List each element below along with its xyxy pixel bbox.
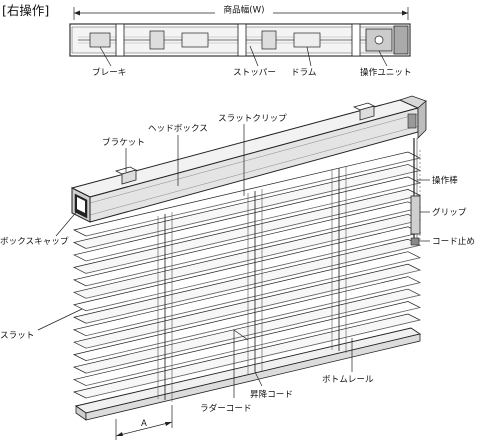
slat-edge: [85, 269, 421, 349]
slat-edge: [85, 207, 421, 287]
slat-edge: [85, 182, 421, 262]
width-dimension: 商品幅(W): [73, 4, 409, 20]
callout-cord-stopper: コード止め: [432, 235, 475, 247]
callout-brake: ブレーキ: [92, 66, 126, 78]
lift-cords: [164, 168, 340, 400]
slat-edge: [85, 257, 421, 336]
callout-head-box: ヘッドボックス: [148, 123, 208, 134]
slat-edge: [85, 170, 421, 249]
slat-edge: [85, 220, 421, 299]
dimension-a-label: A: [141, 419, 147, 429]
callout-bottom-rail: ボトムレール: [322, 374, 374, 385]
slat-edge: [85, 232, 421, 312]
head-box: [70, 99, 420, 223]
callout-drum: ドラム: [291, 67, 317, 78]
callout-slat-clip: スラットクリップ: [218, 113, 287, 124]
callout-stopper: ストッパー: [233, 67, 276, 78]
slat-edge: [85, 294, 421, 374]
slat-edge: [85, 307, 421, 386]
ladder-cords: [157, 166, 347, 402]
cord-stopper-icon: [410, 237, 420, 246]
callout-lift-cord: 昇降コード: [250, 388, 293, 400]
diagram-title: [右操作]: [2, 3, 49, 18]
callout-slat: スラット: [0, 330, 34, 341]
dimension-a: A: [115, 405, 173, 440]
slat-edge: [85, 157, 421, 237]
operation-rod: [410, 138, 421, 246]
grip-icon: [410, 195, 421, 235]
width-dimension-label: 商品幅(W): [224, 4, 265, 16]
headrail-top-view: [69, 23, 411, 57]
callout-ladder-cord: ラダーコード: [200, 402, 252, 414]
slat-stack: [72, 151, 422, 399]
slat-edge: [85, 319, 421, 399]
callout-operation-rod: 操作棒: [432, 174, 458, 186]
callout-box-cap: ボックスキャップ: [0, 236, 69, 247]
slat-edge: [85, 195, 421, 274]
box-cap: [71, 187, 91, 223]
slat-edge: [85, 282, 421, 361]
callout-grip: グリップ: [432, 206, 467, 218]
callout-bracket: ブラケット: [102, 136, 145, 148]
callout-operation-unit: 操作ユニット: [360, 66, 412, 78]
operation-unit-3d: [398, 95, 427, 139]
slat-edge: [85, 244, 421, 324]
